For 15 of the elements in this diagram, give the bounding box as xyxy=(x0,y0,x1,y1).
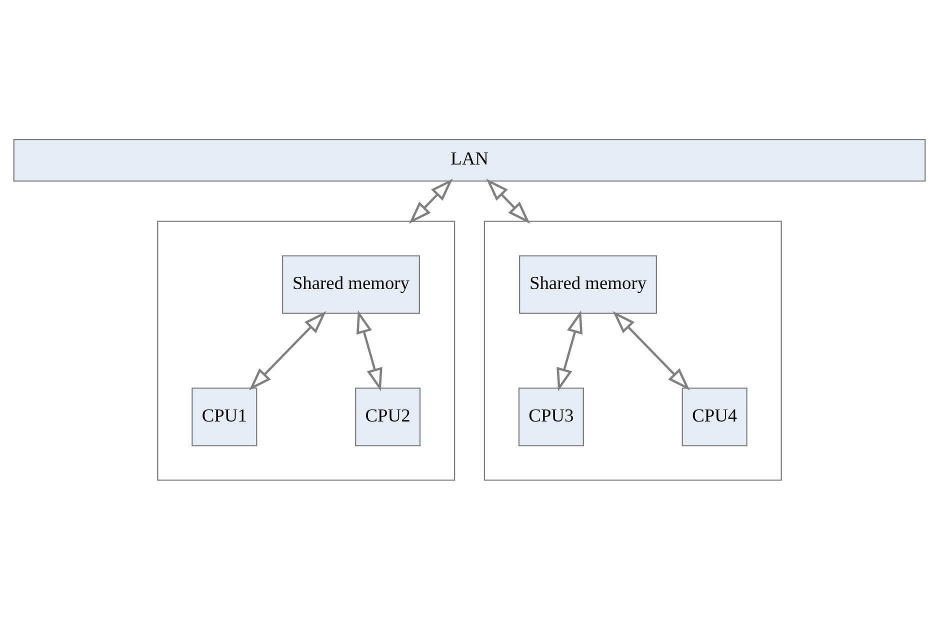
arrow xyxy=(556,310,583,391)
arrow xyxy=(486,178,530,224)
arrow xyxy=(612,310,690,390)
cluster xyxy=(484,220,782,480)
node-box: LAN xyxy=(13,138,926,182)
cluster xyxy=(157,220,456,480)
arrow xyxy=(408,178,453,224)
node-box: CPU1 xyxy=(192,387,258,446)
node-box: CPU4 xyxy=(682,387,748,446)
node-box: Shared memory xyxy=(518,254,658,314)
arrow xyxy=(249,310,326,390)
arrow xyxy=(356,310,382,391)
node-box: CPU3 xyxy=(518,387,584,446)
node-box: CPU2 xyxy=(355,387,421,446)
node-box: Shared memory xyxy=(282,254,420,314)
